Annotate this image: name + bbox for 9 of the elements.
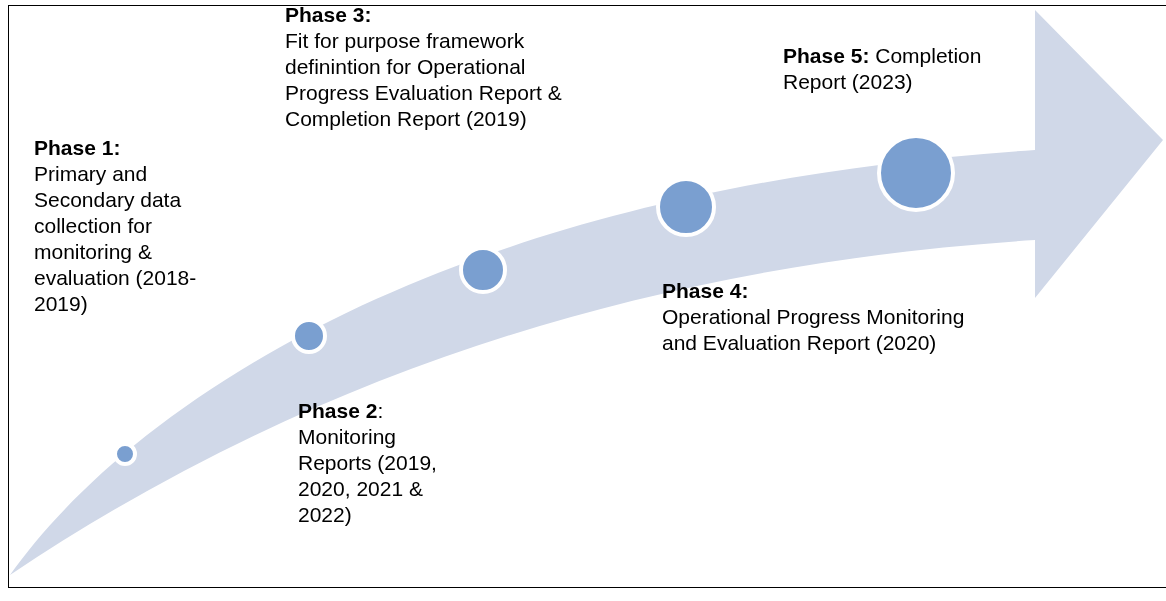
phase-heading: Phase 3: bbox=[285, 2, 373, 28]
phase-heading: Phase 2: bbox=[298, 398, 385, 424]
phase-heading: Phase 1: bbox=[34, 135, 122, 161]
phase-description: Monitoring Reports (2019, 2020, 2021 & 2022) bbox=[298, 424, 438, 528]
phase-description: Operational Progress Monitoring and Evaluation Report (2020) bbox=[662, 304, 966, 356]
phase-heading: Phase 5: Completion Report (2023) bbox=[783, 43, 983, 95]
phase-heading: Phase 4: bbox=[662, 278, 750, 304]
phase-description: Primary and Secondary data collection for monitoring & evaluation (2018-2019) bbox=[34, 161, 198, 317]
phase-description: Fit for purpose framework definintion for Operational Progress Evaluation Report & Completion Report (2019) bbox=[285, 28, 563, 132]
